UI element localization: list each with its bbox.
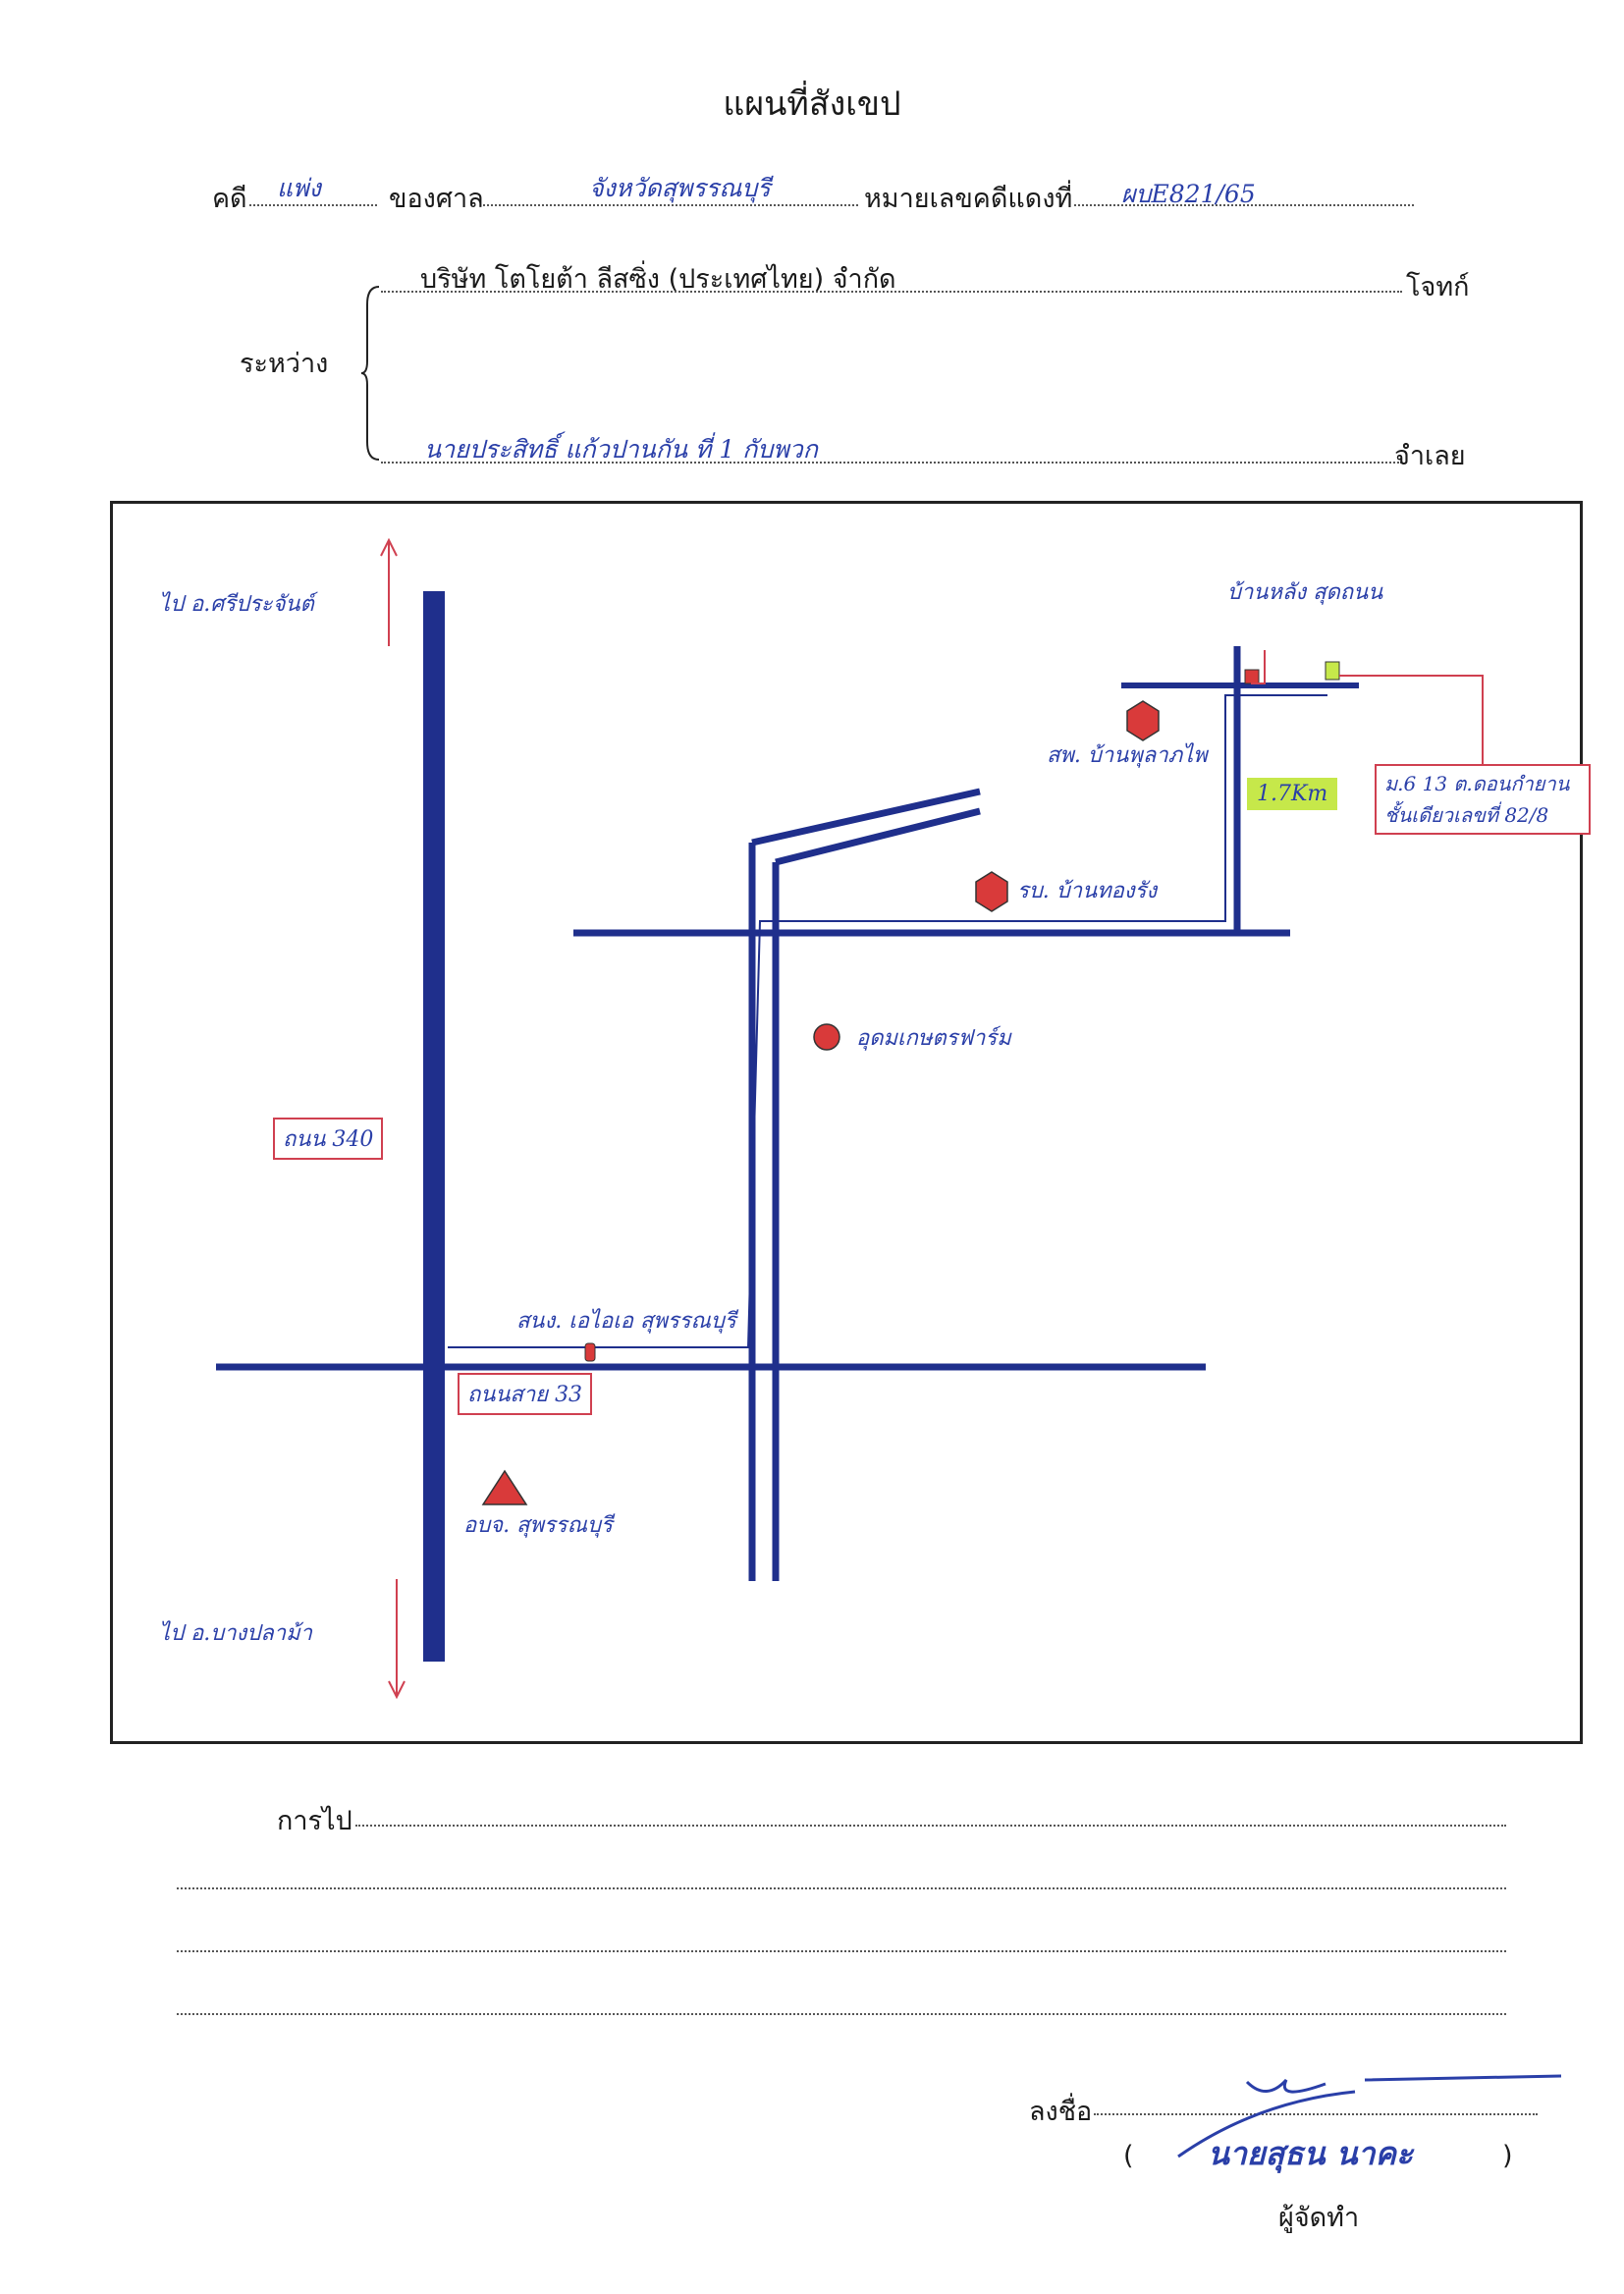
target-leader-line [1339, 675, 1484, 764]
south-arrow-head-icon [388, 1680, 406, 1700]
map-frame [110, 501, 1583, 1744]
hospital-label: อบจ. สุพรรณบุรี [463, 1513, 616, 1538]
side-road-left-bend [751, 788, 981, 847]
signer-role: ผู้จัดทำ [1278, 2203, 1360, 2233]
distance-label: 1.7Km [1247, 778, 1338, 810]
court-dots [483, 204, 858, 206]
sign-dots [1094, 2113, 1538, 2115]
branch-label: สนง. เอไอเอ สุพรรณบุรี [516, 1308, 739, 1334]
parties-brace [361, 286, 380, 461]
school-2-label: รบ. บ้านทองรัง [1017, 879, 1159, 903]
red-number-dots [1074, 204, 1414, 206]
plaintiff-name: บริษัท โตโยต้า ลีสซิ่ง (ประเทศไทย) จำกัด [420, 264, 896, 295]
going-dots-2 [177, 1887, 1506, 1889]
going-dots-3 [177, 1950, 1506, 1952]
defendant-dots [381, 462, 1402, 464]
sketch-map: ไป อ.ศรีประจันต์ ไป อ.บางปลาม้า สพ. บ้าน… [159, 537, 1484, 1700]
close-paren: ) [1502, 2141, 1513, 2171]
village-marker-icon [1244, 669, 1260, 684]
court-label: ของศาล [389, 184, 484, 214]
village-leader-line [1251, 650, 1266, 684]
to-south-label: ไป อ.บางปลาม้า [159, 1620, 313, 1646]
defendant-label: จำเลย [1394, 441, 1466, 471]
side-road-right-bend [775, 807, 981, 866]
going-label: การไป [277, 1806, 352, 1836]
going-dots-4 [177, 2013, 1506, 2015]
school-1-marker-icon [1126, 700, 1160, 741]
open-paren: ( [1123, 2141, 1134, 2171]
court-value: จังหวัดสุพรรณบุรี [589, 174, 771, 202]
road-33-label: ถนนสาย 33 [458, 1373, 593, 1415]
going-dots-1 [355, 1825, 1506, 1827]
case-type-value: แพ่ง [277, 174, 321, 202]
document-title: แผนที่สังเขป [723, 84, 901, 124]
signer-name: นายสุธน นาคะ [1208, 2135, 1414, 2172]
plaintiff-dots [381, 291, 1402, 293]
north-arrow-head-icon [380, 537, 398, 557]
plaintiff-label: โจทก์ [1406, 272, 1470, 302]
farm-label: อุดมเกษตรฟาร์ม [856, 1025, 1012, 1051]
village-label: บ้านหลัง สุดถนน [1227, 580, 1383, 605]
sign-label: ลงชื่อ [1029, 2097, 1093, 2127]
case-type-dots [249, 204, 377, 206]
school-1-label: สพ. บ้านพุลาภไพ [1047, 742, 1210, 768]
signature-scribble [1177, 2074, 1562, 2158]
school-2-marker-icon [975, 871, 1008, 912]
farm-marker-icon [813, 1023, 840, 1051]
target-address-label: ม.6 13 ต.ดอนกำยาน ชั้นเดียวเลขที่ 82/8 [1375, 764, 1591, 835]
defendant-name: นายประสิทธิ์ แก้วปานกัน ที่ 1 กับพวก [424, 435, 818, 464]
hospital-marker-icon [481, 1469, 528, 1505]
target-house-marker-icon [1325, 661, 1340, 681]
red-number-label: หมายเลขคดีแดงที่ [864, 184, 1073, 214]
red-number-value: ผบE821/65 [1121, 180, 1256, 208]
road-340-label: ถนน 340 [273, 1118, 384, 1160]
case-type-label: คดี [212, 184, 247, 214]
to-north-label: ไป อ.ศรีประจันต์ [159, 591, 319, 617]
route-path [448, 694, 1327, 1348]
between-label: ระหว่าง [240, 349, 329, 379]
branch-marker-icon [584, 1342, 596, 1362]
